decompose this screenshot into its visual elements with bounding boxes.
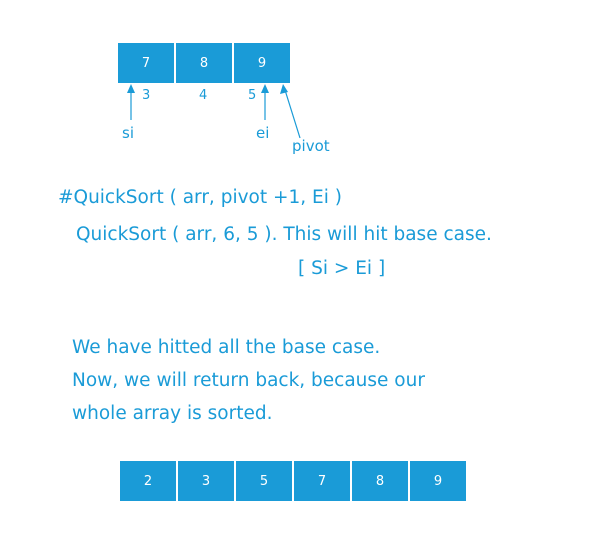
index-label-5: 5 [248, 88, 257, 103]
si-arrow-head [127, 84, 135, 93]
ei-label: ei [256, 124, 270, 142]
ei-arrow-head [261, 84, 269, 93]
top-array-cell-1: 8 [176, 43, 232, 83]
index-label-4: 4 [199, 88, 208, 103]
top-array-cell-0: 7 [118, 43, 174, 83]
quicksort-call-detail: QuickSort ( arr, 6, 5 ). This will hit b… [76, 224, 492, 245]
sorted-array-cell-2: 5 [236, 461, 292, 501]
pivot-arrow-head [280, 84, 288, 94]
explanation-line-2: Now, we will return back, because our [72, 370, 425, 391]
explanation-paragraph: We have hitted all the base case. Now, w… [72, 331, 425, 430]
index-label-3: 3 [142, 88, 151, 103]
quicksort-call-heading: #QuickSort ( arr, pivot +1, Ei ) [58, 187, 342, 208]
sorted-array-cell-3: 7 [294, 461, 350, 501]
explanation-line-1: We have hitted all the base case. [72, 337, 381, 358]
pivot-label: pivot [292, 137, 330, 155]
explanation-line-3: whole array is sorted. [72, 403, 273, 424]
pivot-arrow-line [284, 89, 301, 139]
sorted-array-cell-1: 3 [178, 461, 234, 501]
sorted-array-cell-4: 8 [352, 461, 408, 501]
sorted-array-cell-5: 9 [410, 461, 466, 501]
top-array-cell-2: 9 [234, 43, 290, 83]
si-label: si [122, 124, 134, 142]
base-case-condition: [ Si > Ei ] [298, 258, 386, 279]
sorted-array-cell-0: 2 [120, 461, 176, 501]
